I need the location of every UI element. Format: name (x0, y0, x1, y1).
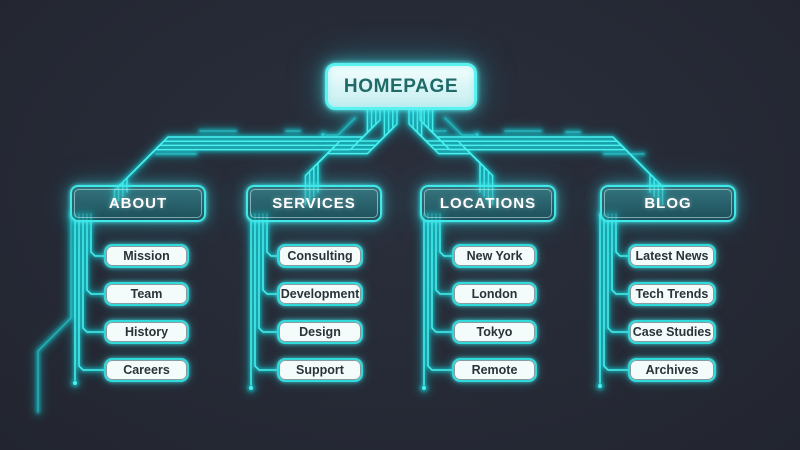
category-node-about: ABOUT (70, 185, 206, 222)
child-node-consulting: Consulting (277, 244, 363, 268)
trace-children-locations (422, 213, 453, 390)
child-node-london: London (452, 282, 537, 306)
trace-bundle-services (304, 95, 398, 206)
child-node-archives: Archives (628, 358, 716, 382)
trace-bundle-about (113, 95, 381, 206)
child-node-history: History (104, 320, 189, 344)
category-node-services: SERVICES (246, 185, 382, 222)
child-node-development: Development (277, 282, 363, 306)
child-node-latest-news: Latest News (628, 244, 716, 268)
trace-children-blog (598, 213, 629, 388)
child-node-support: Support (277, 358, 363, 382)
homepage-node: HOMEPAGE (325, 63, 477, 110)
child-node-tokyo: Tokyo (452, 320, 537, 344)
trace-bundle-blog (419, 95, 664, 206)
child-node-mission: Mission (104, 244, 189, 268)
trace-artwork (37, 95, 664, 413)
child-node-new-york: New York (452, 244, 537, 268)
category-node-blog: BLOG (600, 185, 736, 222)
trace-children-locations (420, 212, 454, 392)
trace-children-blog (596, 212, 630, 390)
child-node-design: Design (277, 320, 363, 344)
trace-children-services (249, 213, 278, 390)
child-node-careers: Careers (104, 358, 189, 382)
category-node-locations: LOCATIONS (420, 185, 556, 222)
child-node-remote: Remote (452, 358, 537, 382)
trace-children-about (37, 213, 105, 413)
child-node-tech-trends: Tech Trends (628, 282, 716, 306)
child-node-case-studies: Case Studies (628, 320, 716, 344)
trace-fragments (155, 117, 645, 155)
child-node-team: Team (104, 282, 189, 306)
